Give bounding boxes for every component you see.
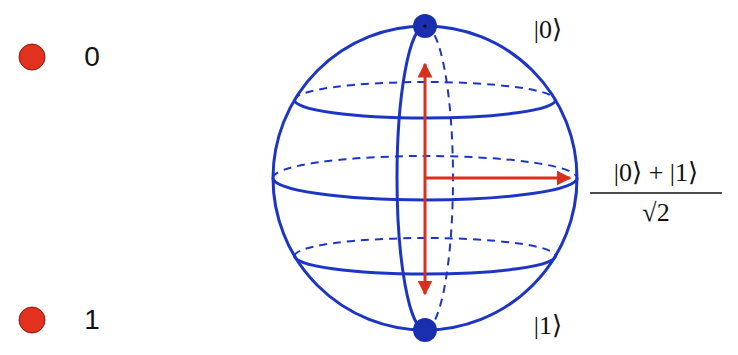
bit-dot [19, 307, 45, 333]
fraction-denominator: √2 [642, 199, 669, 228]
fraction-bar [590, 192, 722, 194]
bit-dot [19, 44, 45, 70]
fraction-numerator: |0⟩ + |1⟩ [614, 159, 698, 188]
sphere-outline [273, 26, 577, 330]
pole-center [423, 24, 426, 27]
bit-label: 0 [84, 42, 100, 73]
ket-label: |0⟩ [534, 16, 562, 45]
state-arrow [425, 177, 570, 180]
ket-label: |1⟩ [534, 312, 562, 341]
bit-label: 1 [84, 305, 100, 336]
pole-dot [413, 14, 437, 38]
pole-dot [413, 318, 437, 342]
sphere [273, 26, 577, 330]
meridian-front [397, 26, 425, 330]
